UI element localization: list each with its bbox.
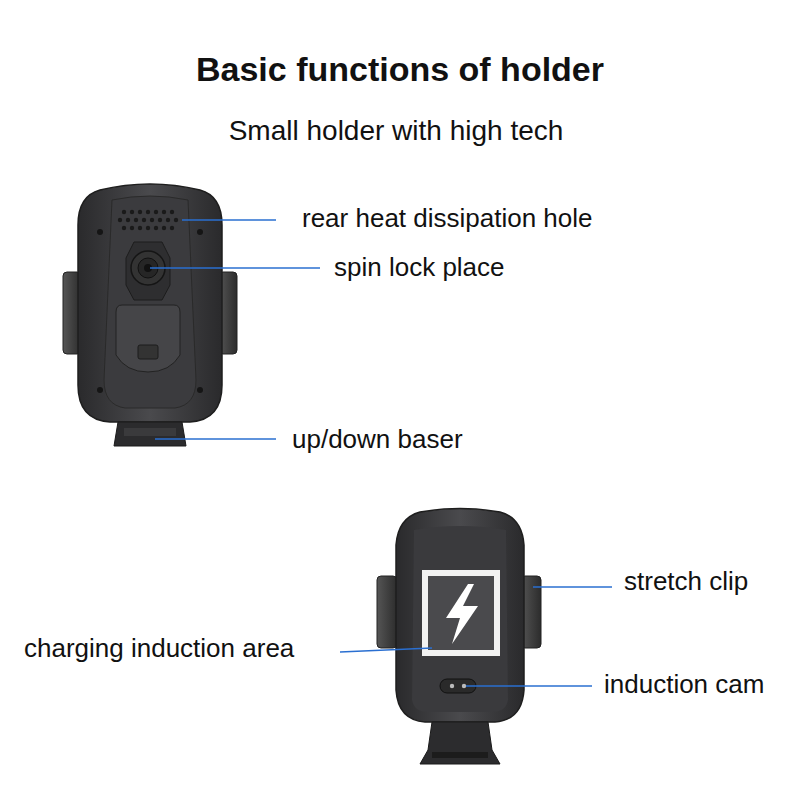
back-view [63, 184, 237, 446]
subtitle: Small holder with high tech [0, 114, 796, 148]
diagram-title: Basic functions of holder [0, 49, 800, 90]
callout-label: rear heat dissipation hole [302, 203, 593, 234]
leader-lines [150, 220, 612, 686]
callout-label: stretch clip [624, 566, 748, 597]
callout-label: charging induction area [24, 633, 294, 664]
callout-label: up/down baser [292, 424, 463, 455]
front-view [377, 509, 541, 765]
callout-label: induction cam [604, 669, 764, 700]
callout-label: spin lock place [334, 252, 505, 283]
